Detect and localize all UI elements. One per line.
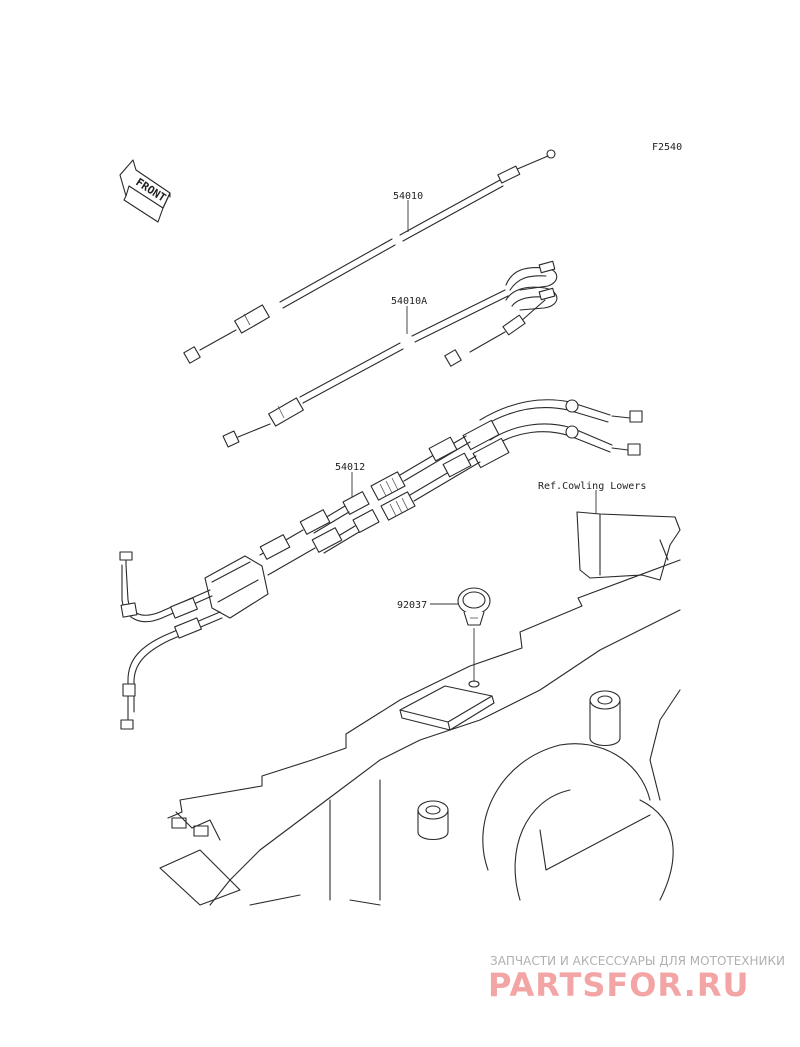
reference-note: Ref.Cowling Lowers (538, 481, 646, 492)
watermark: ЗАПЧАСТИ И АКСЕССУАРЫ ДЛЯ МОТОТЕХНИКИ PA… (488, 954, 785, 1004)
watermark-caption: ЗАПЧАСТИ И АКСЕССУАРЫ ДЛЯ МОТОТЕХНИКИ (490, 954, 785, 968)
cowling-lower-reference: Ref.Cowling Lowers (538, 481, 681, 581)
clamp-92037[interactable]: 92037 (397, 587, 491, 682)
cable-54010[interactable]: 54010 (183, 149, 556, 364)
part-54010A-label: 54010A (391, 296, 427, 307)
front-arrow-icon: FRONT (119, 159, 171, 223)
cable-set-54012[interactable]: 54012 (119, 399, 643, 730)
part-54012-label: 54012 (335, 462, 365, 473)
frame-body-outline (159, 559, 681, 906)
figure-code: F2540 (652, 142, 682, 153)
cable-54010A[interactable]: 54010A (222, 260, 558, 448)
part-54010-label: 54010 (393, 191, 423, 202)
part-92037-label: 92037 (397, 600, 427, 611)
watermark-logo: PARTSFOR.RU (488, 966, 749, 1004)
